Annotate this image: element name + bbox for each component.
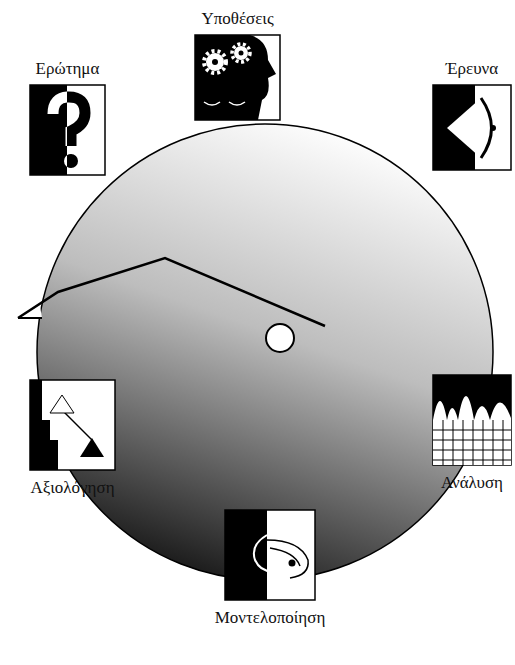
icon-node: Υποθέσεις xyxy=(195,9,280,120)
stage-label: Αξιολόγηση xyxy=(30,478,114,498)
pointer xyxy=(18,258,325,352)
evaluation-icon xyxy=(30,380,115,470)
question-icon xyxy=(30,85,105,175)
stage-label: Μοντελοποίηση xyxy=(215,608,326,628)
research-icon xyxy=(433,85,511,170)
icon-node: Ερώτημα xyxy=(30,59,105,175)
icon-node: Μοντελοποίηση xyxy=(215,510,326,628)
icon-node: Έρευνα xyxy=(433,59,511,170)
icon-node: Ανάλυση xyxy=(433,375,511,493)
stage-label: Έρευνα xyxy=(446,59,498,79)
stage-label: Ανάλυση xyxy=(441,473,503,493)
stage-label: Ερώτημα xyxy=(36,59,100,79)
hypotheses-icon xyxy=(195,35,280,120)
icon-node: Αξιολόγηση xyxy=(30,380,115,498)
modelling-icon xyxy=(225,510,315,600)
stage-label: Υποθέσεις xyxy=(201,9,273,29)
analysis-icon xyxy=(433,375,511,465)
